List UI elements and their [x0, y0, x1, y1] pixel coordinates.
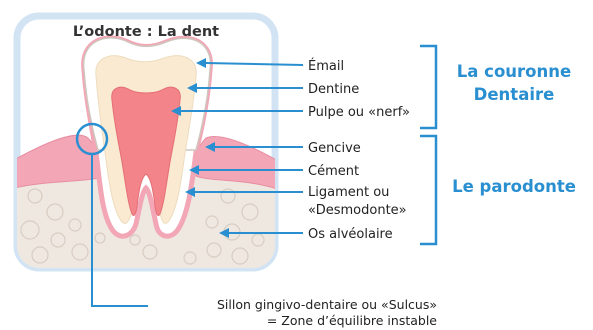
label-ligament-line1: Ligament ou [308, 185, 389, 200]
label-ligament-line2: «Desmodonte» [308, 203, 407, 218]
diagram-title: L’odonte : La dent [73, 24, 219, 40]
sulcus-label-line1: Sillon gingivo-dentaire ou «Sulcus» [217, 297, 437, 312]
label-cement: Cément [308, 164, 359, 179]
sulcus-label-line2: = Zone d’équilibre instable [267, 313, 437, 328]
label-os: Os alvéolaire [308, 227, 393, 242]
group-parodonte: Le parodonte [452, 177, 576, 196]
parodonte-bracket [420, 136, 436, 244]
label-email: Émail [308, 58, 344, 74]
label-dentine: Dentine [308, 82, 359, 97]
group-crown-line1: La couronne [457, 62, 571, 81]
label-gencive: Gencive [308, 141, 361, 156]
label-pulpe: Pulpe ou «nerf» [308, 105, 410, 120]
crown-bracket [420, 46, 436, 128]
group-crown-line2: Dentaire [474, 85, 555, 104]
